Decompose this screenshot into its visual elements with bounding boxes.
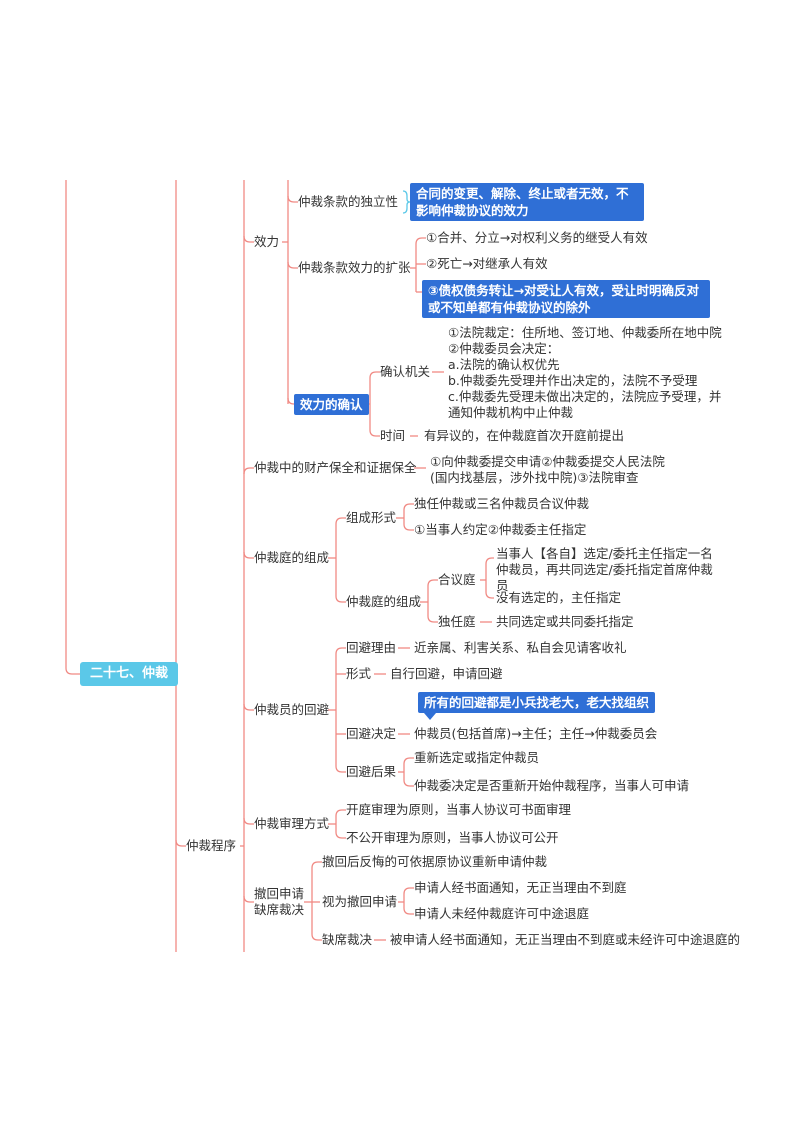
connector — [335, 765, 346, 773]
hearing-node: 仲裁审理方式 — [254, 816, 330, 831]
connector — [243, 703, 254, 711]
connector — [287, 261, 298, 269]
sole-node: 独任庭 — [438, 614, 476, 629]
confirm-line-4: b.仲裁委先受理并作出决定的，法院不予受理 — [448, 373, 698, 388]
confirm-line-1: ①法院裁定：住所地、签订地、仲裁委所在地中院 — [448, 325, 722, 340]
default-note: 被申请人经书面通知，无正当理由不到庭或未经许可中途退庭的 — [390, 932, 741, 947]
connector — [243, 467, 254, 475]
sole-note: 共同选定或共同委托指定 — [496, 614, 634, 629]
reason-note: 近亲属、利害关系、私自会见请客收礼 — [414, 640, 627, 655]
decision-note: 仲裁员(包括首席)→主任；主任→仲裁委员会 — [414, 726, 658, 741]
collegiate-item-1: 当事人【各自】选定/委托主任指定一名仲裁员，再共同选定/委托指定首席仲裁员 — [496, 546, 713, 593]
connector — [427, 615, 438, 623]
brace-icon — [402, 190, 411, 214]
procedure-node: 仲裁程序 — [186, 838, 237, 853]
consequence-node: 回避后果 — [346, 764, 397, 779]
preservation-line-2: (国内找基层，涉外找中院)③法院审查 — [430, 470, 639, 485]
collegiate-item-2: 没有选定的，主任指定 — [496, 590, 622, 605]
connector — [335, 809, 346, 817]
effect-node: 效力 — [254, 234, 280, 249]
recusal-form-node: 形式 — [346, 666, 372, 681]
recusal-callout: 所有的回避都是小兵找老大，老大找组织 — [418, 692, 656, 720]
hearing-item-1: 开庭审理为原则，当事人协议可书面审理 — [346, 802, 572, 817]
connector — [175, 839, 186, 847]
form-item-2: ①当事人约定②仲裁委主任指定 — [414, 522, 587, 537]
regret-node: 撤回后反悔的可依据原协议重新申请仲裁 — [322, 854, 548, 869]
extension-node: 仲裁条款效力的扩张 — [298, 260, 411, 275]
connector — [311, 933, 322, 941]
connector — [287, 397, 296, 405]
connector — [403, 907, 414, 915]
connector — [335, 517, 346, 525]
connector — [65, 180, 80, 675]
composition-node: 仲裁庭的组成 — [346, 594, 422, 609]
connector — [335, 647, 346, 655]
connector — [311, 861, 322, 869]
preservation-line-1: ①向仲裁委提交申请②仲裁委提交人民法院 — [430, 454, 665, 469]
independence-note: 合同的变更、解除、终止或者无效，不影响仲裁协议的效力 — [410, 183, 644, 221]
confirm-line-2: ②仲裁委员会决定： — [448, 341, 560, 356]
withdrawal-node-line-2: 缺席裁决 — [254, 902, 305, 917]
deemed-node: 视为撤回申请 — [322, 894, 398, 909]
connector — [403, 503, 414, 511]
default-node: 缺席裁决 — [322, 932, 373, 947]
connector — [243, 895, 254, 903]
independence-node: 仲裁条款的独立性 — [298, 194, 399, 209]
extension-item-2: ②死亡→对继承人有效 — [426, 256, 548, 271]
connector — [369, 429, 380, 437]
hearing-item-2: 不公开审理为原则，当事人协议可公开 — [346, 830, 559, 845]
preservation-node: 仲裁中的财产保全和证据保全 — [254, 460, 417, 475]
connector — [403, 887, 414, 895]
withdrawal-node-line-1: 撤回申请 — [254, 886, 305, 901]
tribunal-node: 仲裁庭的组成 — [254, 550, 330, 565]
time-note: 有异议的，在仲裁庭首次开庭前提出 — [424, 428, 625, 443]
consequence-item-1: 重新选定或指定仲裁员 — [414, 750, 540, 765]
deemed-item-1: 申请人经书面通知，无正当理由不到庭 — [414, 880, 627, 895]
connector — [243, 551, 254, 559]
connector — [243, 235, 254, 243]
connector — [427, 579, 438, 587]
confirm-body-node: 确认机关 — [380, 364, 431, 379]
root-node: 二十七、仲裁 — [80, 662, 179, 686]
collegiate-node: 合议庭 — [438, 572, 476, 587]
confirm-line-3: a.法院的确认权优先 — [448, 357, 560, 372]
connector — [403, 523, 414, 531]
decision-node: 回避决定 — [346, 726, 397, 741]
connector — [287, 195, 298, 203]
deemed-item-2: 申请人未经仲裁庭许可中途退庭 — [414, 906, 590, 921]
connector — [335, 831, 346, 839]
connector — [403, 779, 414, 787]
connector — [485, 591, 494, 599]
connector — [415, 237, 426, 245]
confirm-line-5: c.仲裁委先受理未做出决定的，法院应予受理，并 — [448, 389, 722, 404]
connector — [403, 757, 414, 765]
extension-item-1: ①合并、分立→对权利义务的继受人有效 — [426, 230, 648, 245]
connector — [335, 595, 346, 603]
extension-item-3: ③债权债务转让→对受让人有效，受让时明确反对或不知单都有仲裁协议的除外 — [422, 280, 710, 318]
consequence-item-2: 仲裁委决定是否重新开始仲裁程序，当事人可申请 — [414, 778, 690, 793]
form-item-1: 独任仲裁或三名仲裁员合议仲裁 — [414, 496, 590, 511]
recusal-form-note: 自行回避，申请回避 — [390, 666, 503, 681]
connector — [485, 557, 494, 565]
confirm-line-6: 通知仲裁机构中止仲裁 — [448, 405, 574, 420]
form-node: 组成形式 — [346, 510, 397, 525]
confirm-node: 效力的确认 — [294, 394, 369, 415]
connector — [369, 371, 380, 379]
recusal-node: 仲裁员的回避 — [254, 702, 330, 717]
time-node: 时间 — [380, 428, 406, 443]
reason-node: 回避理由 — [346, 640, 397, 655]
connector — [243, 817, 254, 825]
